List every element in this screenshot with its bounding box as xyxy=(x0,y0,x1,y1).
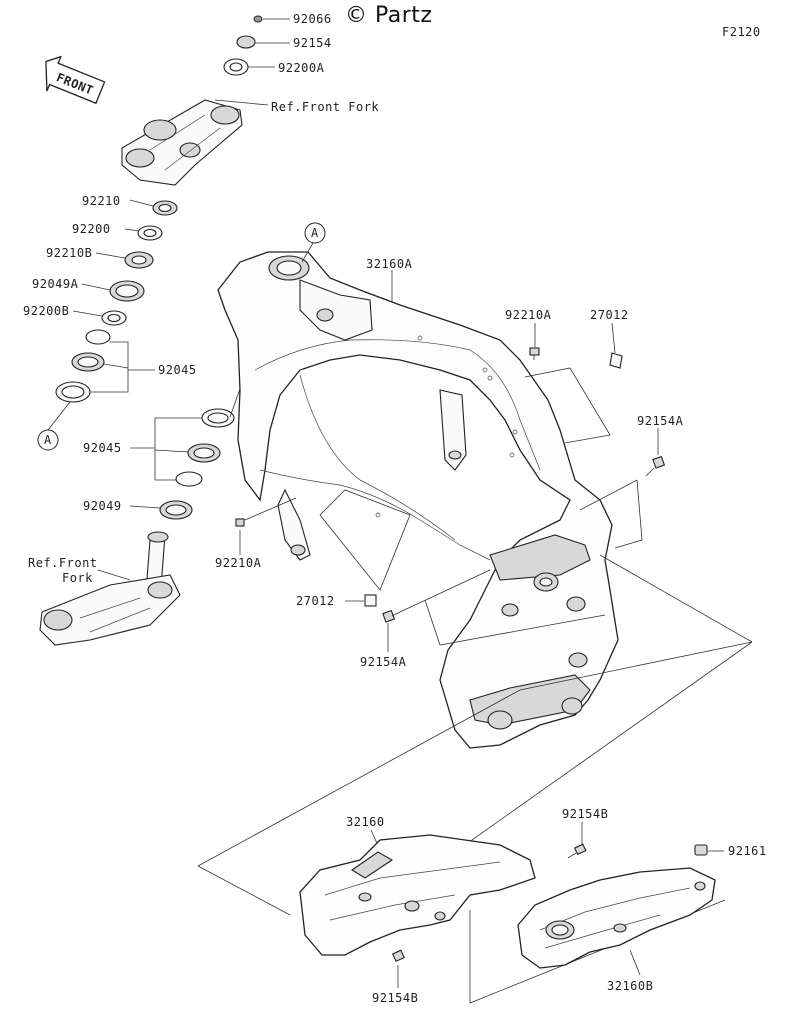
part-92200[interactable] xyxy=(137,225,163,241)
part-92045-upper-bearing[interactable] xyxy=(55,329,111,403)
label-92200A[interactable]: 92200A xyxy=(278,61,325,75)
label-ref-front-fork-bottom-line2[interactable]: Fork xyxy=(62,571,93,585)
label-92210B[interactable]: 92210B xyxy=(46,246,92,260)
label-92154B-bottom[interactable]: 92154B xyxy=(372,991,418,1005)
part-27012-right-label[interactable] xyxy=(609,352,623,369)
part-92210A-left-bolt[interactable] xyxy=(235,518,245,527)
label-92210A-right[interactable]: 92210A xyxy=(505,308,552,322)
part-92200B[interactable] xyxy=(101,310,127,326)
label-92200B[interactable]: 92200B xyxy=(23,304,69,318)
label-32160[interactable]: 32160 xyxy=(346,815,385,829)
label-92066[interactable]: 92066 xyxy=(293,12,332,26)
part-92210-nut[interactable] xyxy=(152,200,178,216)
side-cover-32160B[interactable] xyxy=(517,867,716,969)
label-92210[interactable]: 92210 xyxy=(82,194,121,208)
part-92161[interactable] xyxy=(694,844,708,856)
part-92154B-bottom-bolt[interactable] xyxy=(391,949,405,963)
part-92045-lower-bearing[interactable] xyxy=(175,408,235,487)
part-92154A-bottom-bolt[interactable] xyxy=(382,609,401,623)
part-92049A[interactable] xyxy=(109,280,145,302)
part-92210B[interactable] xyxy=(124,251,154,269)
label-92154A-bottom[interactable]: 92154A xyxy=(360,655,407,669)
label-92045-upper[interactable]: 92045 xyxy=(158,363,197,377)
part-92066[interactable] xyxy=(253,15,263,23)
label-92210A-left[interactable]: 92210A xyxy=(215,556,262,570)
figure-code: F2120 xyxy=(722,25,761,39)
lower-triple-clamp[interactable] xyxy=(39,531,181,646)
part-92049[interactable] xyxy=(159,500,193,520)
label-92049A[interactable]: 92049A xyxy=(32,277,79,291)
label-92154[interactable]: 92154 xyxy=(293,36,332,50)
svg-text:A: A xyxy=(44,433,52,447)
main-frame-32160A[interactable] xyxy=(217,251,619,749)
label-92049[interactable]: 92049 xyxy=(83,499,122,513)
side-cover-32160[interactable] xyxy=(299,834,536,956)
upper-triple-clamp[interactable] xyxy=(121,99,243,186)
label-32160A[interactable]: 32160A xyxy=(366,257,413,271)
callout-a-lower: A xyxy=(37,429,59,451)
label-32160B[interactable]: 32160B xyxy=(607,979,653,993)
label-92161[interactable]: 92161 xyxy=(728,844,767,858)
part-92154[interactable] xyxy=(236,35,256,49)
label-ref-front-fork-top[interactable]: Ref.Front Fork xyxy=(271,100,379,114)
label-92045-lower[interactable]: 92045 xyxy=(83,441,122,455)
svg-text:A: A xyxy=(311,226,319,240)
part-27012-left-label[interactable] xyxy=(364,594,377,607)
label-92154A-right[interactable]: 92154A xyxy=(637,414,684,428)
part-92154B-top-bolt[interactable] xyxy=(567,843,587,859)
label-92200[interactable]: 92200 xyxy=(72,222,111,236)
front-arrow-icon: FRONT xyxy=(45,55,106,105)
callout-a-upper: A xyxy=(304,222,326,244)
watermark: © Partz xyxy=(345,3,432,28)
part-92210A-right-bolt[interactable] xyxy=(529,347,540,360)
label-ref-front-fork-bottom-line1[interactable]: Ref.Front xyxy=(28,556,98,570)
label-27012-right[interactable]: 27012 xyxy=(590,308,629,322)
label-92154B-top[interactable]: 92154B xyxy=(562,807,608,821)
label-27012-left[interactable]: 27012 xyxy=(296,594,335,608)
part-92154A-right-bolt[interactable] xyxy=(645,455,666,477)
